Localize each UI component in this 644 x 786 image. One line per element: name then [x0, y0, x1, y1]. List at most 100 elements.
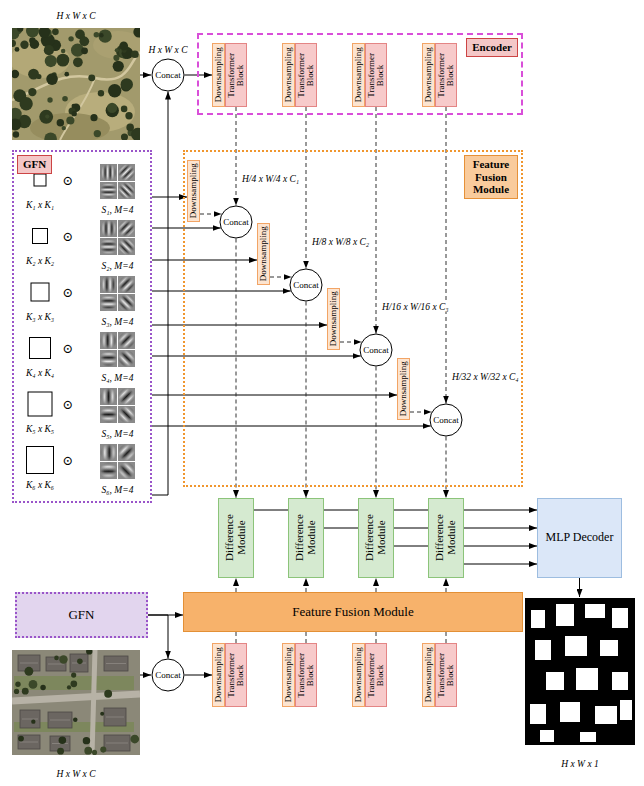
- node-text: Difference Module: [224, 500, 247, 576]
- operator-symbol: ⊙: [62, 397, 75, 412]
- filter-bank-label: S₅, M=4: [101, 429, 135, 439]
- tree-crown: [100, 712, 104, 716]
- tree-crown: [81, 47, 88, 54]
- gabor-patch: [118, 220, 135, 237]
- region-heading: Encoder: [466, 38, 518, 57]
- node-text: Downsampling: [189, 162, 198, 220]
- node-text: Downsampling: [354, 645, 363, 705]
- gabor-patch: [100, 276, 117, 293]
- building-mask: [540, 730, 554, 742]
- label-anchor: K₂ x K₂: [25, 250, 55, 268]
- kernel-size-label: K₄ x K₄: [25, 368, 55, 378]
- tree-crown: [44, 132, 57, 140]
- input-arrow: [140, 675, 151, 676]
- gabor-patch: [118, 238, 135, 255]
- downsampling-block: Downsampling: [212, 43, 225, 107]
- kernel-size-label: K₆ x K₆: [25, 480, 55, 490]
- tree-crown: [104, 690, 112, 698]
- tree-crown: [57, 119, 64, 126]
- tree-crown: [70, 680, 77, 687]
- gabor-envelope: [118, 164, 135, 181]
- region-heading: GFN: [17, 155, 52, 174]
- gabor-envelope: [100, 350, 117, 367]
- dashed-connector: [376, 632, 377, 643]
- tree-crown: [20, 97, 33, 110]
- filter-bank-label: S₂, M=4: [101, 261, 135, 271]
- downsampling-block: Downsampling: [352, 43, 365, 107]
- dimension-label: H x W x C: [55, 11, 96, 21]
- tree-crown: [18, 736, 24, 742]
- gabor-patch: [118, 350, 135, 367]
- building-mask: [531, 610, 545, 628]
- arrow-connector: [185, 675, 213, 676]
- feature-size-label: H/8 x W/8 x C₂: [311, 237, 370, 247]
- label-anchor: ⊙: [62, 451, 75, 469]
- gabor-envelope: [118, 238, 135, 255]
- label-anchor: S₁, M=4: [101, 199, 135, 217]
- tree-crown: [62, 96, 68, 102]
- kernel-square: [27, 447, 54, 474]
- tree-crown: [45, 55, 57, 67]
- gabor-patch: [118, 444, 135, 461]
- tree-crown: [39, 110, 53, 124]
- node-text: Downsampling: [354, 45, 363, 105]
- building-mask: [556, 604, 574, 626]
- arrow-connector: [464, 564, 537, 565]
- tree-crown: [121, 78, 133, 90]
- arrow-connector: [152, 228, 221, 229]
- gabor-patch: [100, 294, 117, 311]
- node-text: Concat: [155, 71, 181, 80]
- label-anchor: H x W x 1: [560, 753, 599, 771]
- concat-circle: Concat: [289, 268, 323, 302]
- tree-crown: [59, 655, 67, 663]
- dashed-connector: [446, 437, 447, 499]
- gabor-patch: [100, 238, 117, 255]
- transformer-block: Transformer Block: [365, 643, 387, 707]
- roof-ridge: [50, 720, 70, 721]
- kernel-size-label: K₃ x K₃: [25, 312, 55, 322]
- region-heading: Feature Fusion Module: [464, 155, 518, 199]
- tree-crown: [125, 112, 132, 119]
- road: [92, 650, 95, 755]
- kernel-size-label: K₂ x K₂: [25, 256, 55, 266]
- arrow-connector: [152, 92, 168, 496]
- field-patch: [12, 42, 70, 78]
- house-roof: [70, 654, 88, 672]
- satellite-image-after: [12, 650, 140, 755]
- downsampling-block: Downsampling: [352, 643, 365, 707]
- node-text: Transformer Block: [227, 645, 246, 705]
- operator-symbol: ⊙: [62, 453, 75, 468]
- label-anchor: S₂, M=4: [101, 255, 135, 273]
- node-text: Downsampling: [329, 290, 338, 348]
- house-roof: [104, 708, 126, 726]
- gabor-patch: [100, 350, 117, 367]
- label-anchor: ⊙: [62, 171, 75, 189]
- tree-crown: [29, 680, 38, 689]
- tree-crown: [24, 667, 33, 676]
- tree-crown: [86, 650, 92, 655]
- tree-crown: [108, 84, 121, 97]
- house-roof: [48, 712, 72, 728]
- dashed-connector: [410, 412, 432, 413]
- gabor-envelope: [100, 406, 117, 423]
- label-anchor: K₁ x K₁: [25, 194, 55, 212]
- node-text: GFN: [68, 608, 94, 623]
- tree-crown: [56, 54, 69, 67]
- dimension-label: H x W x C: [147, 45, 188, 55]
- downsampling-block: Downsampling: [422, 43, 435, 107]
- tree-crown: [92, 750, 97, 755]
- transformer-block: Transformer Block: [225, 43, 247, 107]
- gabor-envelope: [118, 444, 135, 461]
- concat-circle: Concat: [219, 205, 253, 239]
- node-text: Concat: [155, 671, 181, 680]
- tree-crown: [20, 41, 28, 49]
- node-text: Concat: [433, 416, 459, 425]
- label-anchor: H x W x C: [55, 763, 96, 781]
- concat-circle: Concat: [151, 58, 185, 92]
- concat-circle: Concat: [151, 658, 185, 692]
- kernel-size-label: K₁ x K₁: [25, 200, 55, 210]
- node-text: Transformer Block: [297, 45, 316, 105]
- gabor-envelope: [118, 406, 135, 423]
- label-anchor: ⊙: [62, 339, 75, 357]
- dashed-connector: [236, 632, 237, 643]
